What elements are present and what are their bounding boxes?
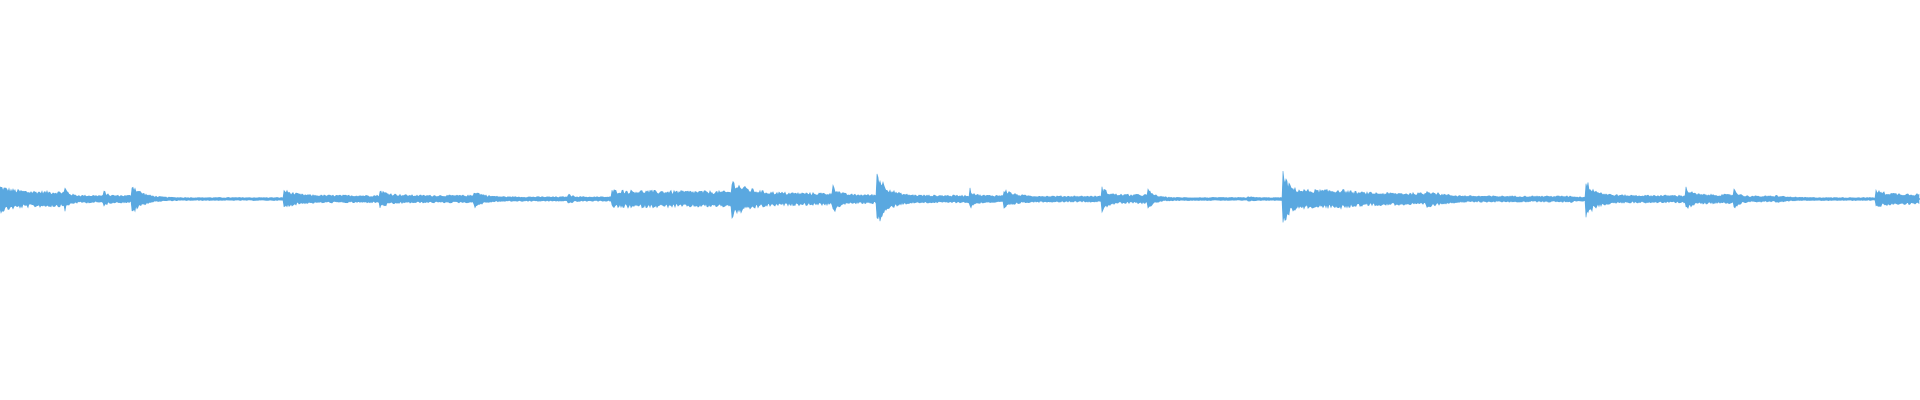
waveform-envelope: [0, 170, 1920, 223]
waveform-bars: [0, 170, 1920, 223]
